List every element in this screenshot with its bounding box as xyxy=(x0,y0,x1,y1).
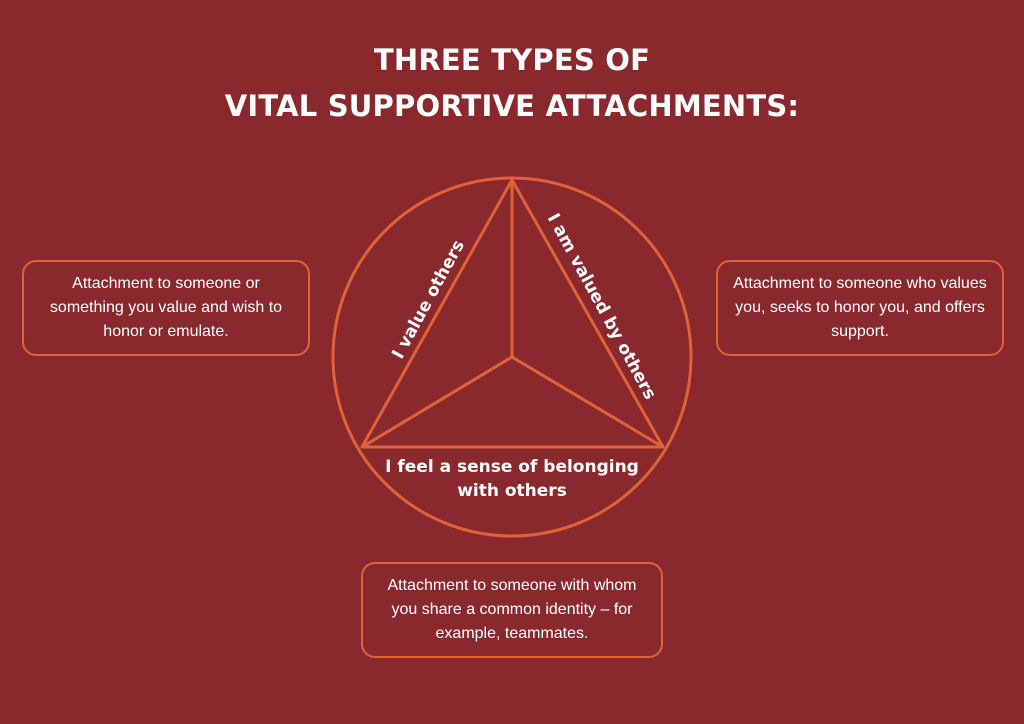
bottom-label-line-2: with others xyxy=(457,481,567,501)
info-box-value-others-text: Attachment to someone or something you v… xyxy=(49,275,283,340)
info-box-belonging-text: Attachment to someone with whom you shar… xyxy=(387,577,637,642)
info-box-valued-by-others-text: Attachment to someone who values you, se… xyxy=(733,275,987,340)
diagram-circle xyxy=(331,176,693,538)
right-edge-label: I am valued by others xyxy=(543,210,660,403)
title-line-2: VITAL SUPPORTIVE ATTACHMENTS: xyxy=(224,89,800,123)
diagram-triangle xyxy=(360,178,665,449)
title-line-1: THREE TYPES OF xyxy=(373,43,651,77)
info-box-value-others: Attachment to someone or something you v… xyxy=(22,260,310,356)
left-edge-label: I value others xyxy=(388,237,469,363)
info-box-belonging: Attachment to someone with whom you shar… xyxy=(361,562,663,658)
spoke-right xyxy=(511,355,664,449)
info-box-valued-by-others: Attachment to someone who values you, se… xyxy=(716,260,1004,356)
spoke-left xyxy=(361,355,513,449)
bottom-label-line-1: I feel a sense of belonging xyxy=(385,457,639,477)
